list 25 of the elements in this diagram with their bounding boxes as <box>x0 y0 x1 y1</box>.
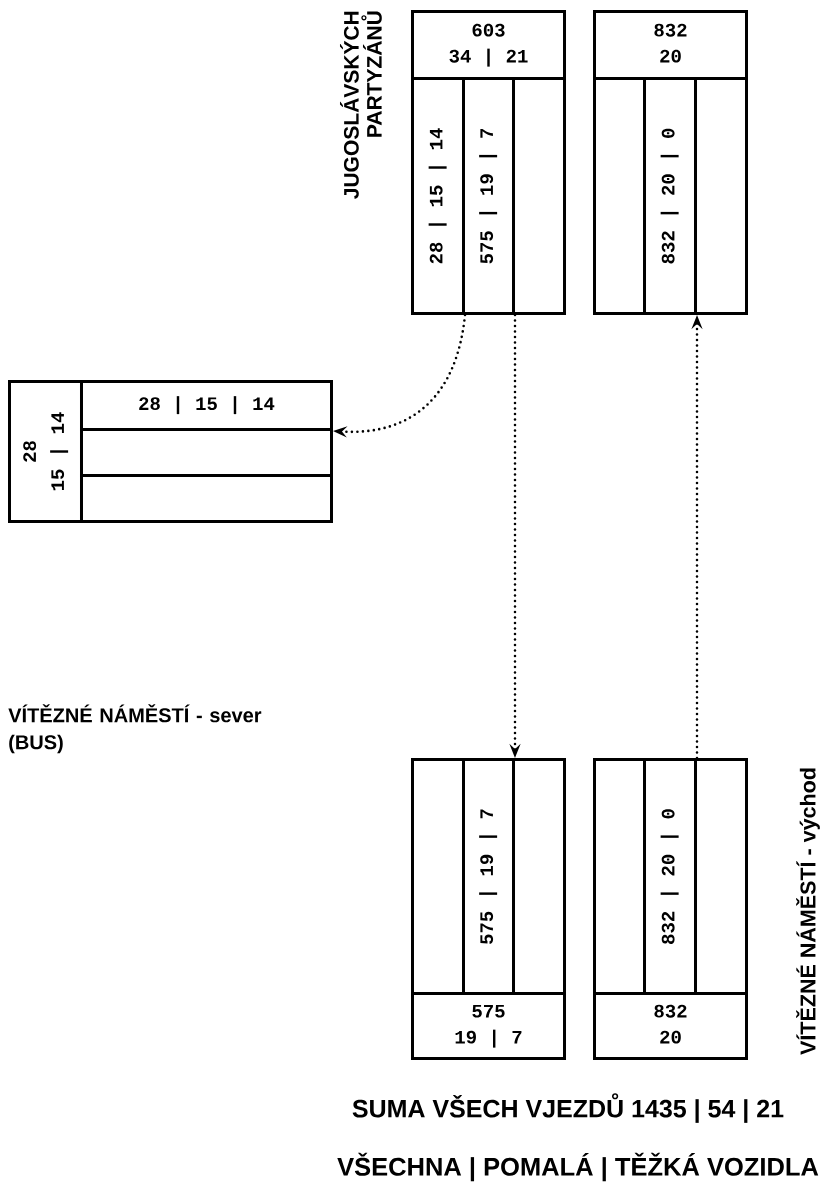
count-cell: 28 15 | 14 <box>8 380 83 523</box>
street-name: VÍTĚZNÉ NÁMĚSTÍ - sever (BUS) <box>8 704 262 754</box>
count-cell: 832 20 <box>593 992 748 1060</box>
count-cell: 603 34 | 21 <box>411 10 566 80</box>
table-cell <box>694 758 748 995</box>
street-name: JUGOSLÁVSKÝCH PARTYZÁNŮ <box>340 11 382 199</box>
total-label: SUMA VŠECH VJEZDŮ 1435 | 54 | 21 <box>352 1093 784 1123</box>
count-cell: 28 | 15 | 14 <box>411 77 465 315</box>
count-cell: 832 | 20 | 0 <box>643 758 697 995</box>
count-cell: 575 | 19 | 7 <box>462 77 515 315</box>
count-cell: 575 | 19 | 7 <box>462 758 515 995</box>
table-cell <box>694 77 748 315</box>
count-cell: 832 20 <box>593 10 748 80</box>
table-cell <box>512 758 566 995</box>
table-cell <box>80 428 333 477</box>
table-cell <box>593 77 646 315</box>
street-name: VÍTĚZNÉ NÁMĚSTÍ - východ <box>796 768 820 1055</box>
table-cell <box>593 758 646 995</box>
count-cell: 28 | 15 | 14 <box>80 380 333 431</box>
table-cell <box>411 758 465 995</box>
count-cell: 832 | 20 | 0 <box>643 77 697 315</box>
column-key: VŠECHNA | POMALÁ | TĚŽKÁ VOZIDLA <box>337 1152 819 1182</box>
count-cell: 575 19 | 7 <box>411 992 566 1060</box>
table-cell <box>512 77 566 315</box>
table-cell <box>80 474 333 523</box>
